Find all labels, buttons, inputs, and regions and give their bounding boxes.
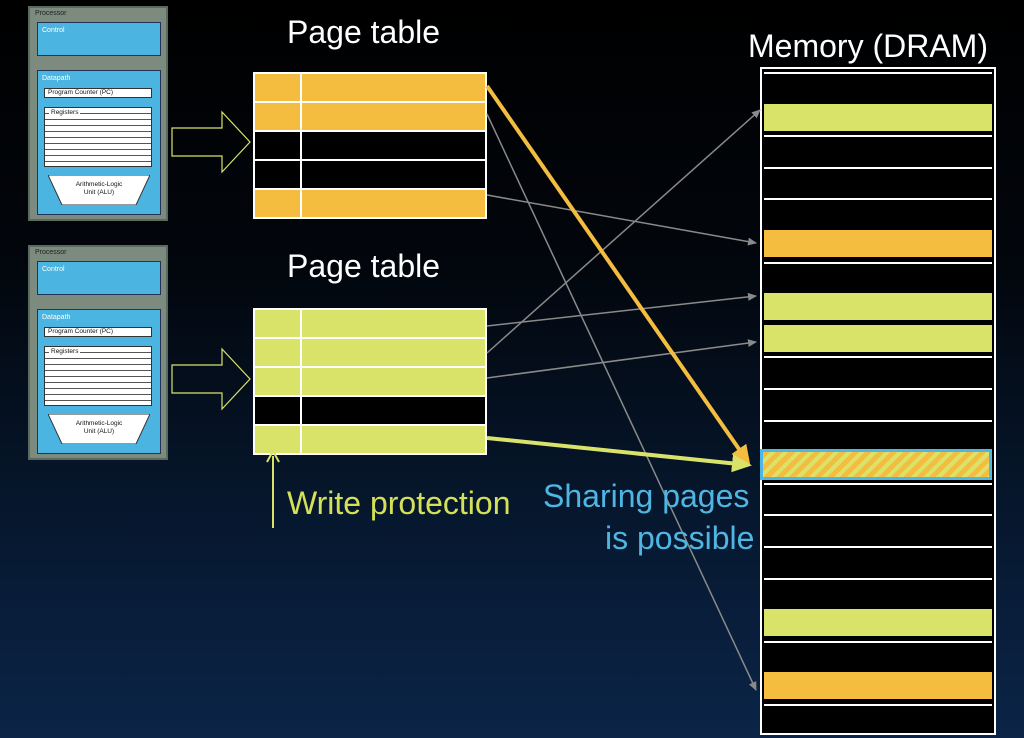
hollow-arrow-icon [171,110,251,174]
memory-title: Memory (DRAM) [748,28,988,64]
memory-page [764,546,992,573]
memory-page [764,514,992,542]
processor-block: Processor Control Datapath Program Count… [28,6,168,221]
page-table-title: Page table [287,14,441,50]
processor-title: Processor [35,10,67,17]
datapath-label: Datapath [42,75,71,82]
datapath-label: Datapath [42,314,71,321]
hollow-arrow-icon [171,347,251,411]
arrowhead-icon [266,448,280,463]
shared-memory-page [760,449,992,481]
sharing-label-line1: Sharing pages [543,478,750,514]
memory-page [764,103,992,131]
memory-page [764,577,992,605]
memory-page [764,419,992,447]
memory-page [764,388,992,415]
datapath-unit: Datapath Program Counter (PC) Registers … [37,70,161,215]
page-table-entry [255,339,485,368]
page-table-1 [253,72,487,219]
mapping-arrow [486,339,757,379]
mapping-arrow [486,113,757,691]
page-table-entry [255,161,485,190]
mapping-arrow [486,292,757,327]
alu-label-line1: Arithmetic-Logic [75,420,123,427]
memory-page [764,72,992,99]
control-label: Control [42,266,65,273]
page-table-entry [255,103,485,132]
alu-block: Arithmetic-Logic Unit (ALU) [48,414,150,444]
control-label: Control [42,27,65,34]
alu-label-line2: Unit (ALU) [83,428,115,435]
memory-page [764,324,992,352]
alu-label-line1: Arithmetic-Logic [75,181,123,188]
page-table-entry [255,74,485,103]
memory-page [764,672,992,700]
page-table-title: Page table [287,248,441,284]
page-table-entry [255,190,485,217]
shared-page-arrow [485,84,751,466]
memory-page [764,166,992,194]
alu-block: Arithmetic-Logic Unit (ALU) [48,175,150,205]
page-table-2 [253,308,487,455]
page-table-entry [255,310,485,339]
alu-label-line2: Unit (ALU) [83,189,115,196]
program-counter: Program Counter (PC) [44,88,152,98]
page-table-entry [255,426,485,453]
page-table-entry [255,132,485,161]
memory-page [764,482,992,510]
memory-page [764,356,992,384]
memory-page [764,640,992,668]
mapping-arrow [486,194,757,246]
registers-block: Registers [44,346,152,406]
datapath-unit: Datapath Program Counter (PC) Registers … [37,309,161,454]
memory-page [764,135,992,163]
processor-block: Processor Control Datapath Program Count… [28,245,168,460]
memory-page [764,198,992,226]
memory-page [764,230,992,257]
registers-block: Registers [44,107,152,167]
control-unit: Control [37,22,161,56]
memory-page [764,609,992,637]
memory-dram [760,67,996,735]
mapping-arrow [486,109,761,354]
program-counter: Program Counter (PC) [44,327,152,337]
control-unit: Control [37,261,161,295]
page-table-entry [255,397,485,426]
memory-page [764,261,992,289]
memory-page [764,293,992,321]
memory-page [764,704,992,731]
shared-page-arrow [486,436,752,473]
write-protection-label: Write protection [287,485,511,521]
processor-title: Processor [35,249,67,256]
sharing-label-line2: is possible [605,520,755,556]
registers-label: Registers [49,348,81,355]
registers-label: Registers [49,109,81,116]
page-table-entry [255,368,485,397]
